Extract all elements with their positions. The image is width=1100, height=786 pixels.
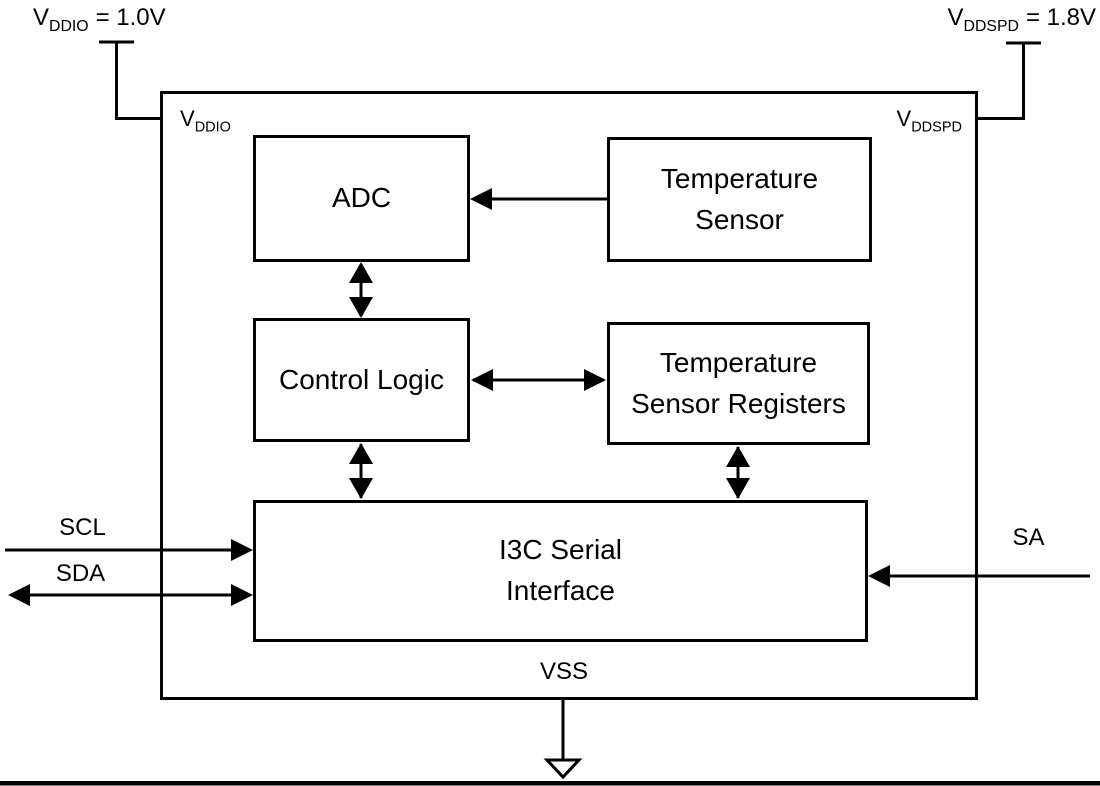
vddspd-supply-sub: DDSPD bbox=[963, 17, 1019, 35]
vddio-supply-value: = 1.0V bbox=[95, 4, 166, 31]
block-temperature-sensor: Temperature Sensor bbox=[607, 137, 872, 262]
vddspd-pin-label: VDDSPD bbox=[890, 106, 963, 136]
block-adc: ADC bbox=[253, 135, 470, 262]
arrow-control-logic-registers bbox=[471, 369, 606, 391]
vddspd-supply-value: = 1.8V bbox=[1025, 4, 1096, 31]
sa-signal-label: SA bbox=[1012, 524, 1045, 551]
sda-signal-label: SDA bbox=[55, 560, 106, 587]
arrowhead-up-icon bbox=[349, 262, 373, 283]
chip-boundary bbox=[160, 91, 978, 700]
block-control-logic: Control Logic bbox=[253, 318, 470, 442]
block-temperature-sensor-registers: Temperature Sensor Registers bbox=[607, 322, 870, 445]
vddspd-supply-tap bbox=[975, 41, 1041, 120]
arrow-control-logic-i3c bbox=[349, 443, 373, 499]
arrowhead-left-icon bbox=[470, 188, 492, 210]
block-temperature-sensor-label: Temperature Sensor bbox=[660, 162, 819, 235]
block-temperature-sensor-registers-label: Temperature Sensor Registers bbox=[631, 346, 846, 419]
block-adc-label: ADC bbox=[331, 182, 392, 214]
vddspd-pin-sub: DDSPD bbox=[911, 119, 962, 136]
arrowhead-left-icon bbox=[471, 369, 493, 391]
block-i3c-serial-interface: I3C Serial Interface bbox=[253, 500, 868, 642]
vddspd-supply-base: V bbox=[947, 4, 964, 31]
scl-signal-label: SCL bbox=[59, 514, 106, 541]
block-i3c-serial-interface-label: I3C Serial Interface bbox=[499, 534, 622, 606]
scl-signal-line bbox=[5, 539, 253, 561]
vss-pin-label: VSS bbox=[539, 658, 589, 685]
arrow-temp-sensor-to-adc bbox=[470, 188, 607, 210]
arrowhead-down-icon bbox=[349, 297, 373, 318]
arrowhead-down-icon bbox=[349, 478, 373, 499]
arrowhead-down-icon bbox=[726, 478, 750, 499]
vddio-supply-base: V bbox=[33, 4, 50, 31]
ground-symbol-icon bbox=[543, 758, 583, 780]
arrowhead-left-icon bbox=[8, 584, 30, 606]
vddio-pin-sub: DDIO bbox=[194, 119, 231, 136]
vddio-pin-base: V bbox=[180, 106, 195, 131]
arrowhead-up-icon bbox=[726, 446, 750, 467]
vddio-supply-tap bbox=[99, 40, 163, 120]
vddspd-supply-label: VDDSPD = 1.8V bbox=[940, 4, 1096, 35]
arrowhead-right-icon bbox=[231, 584, 253, 606]
vddspd-pin-base: V bbox=[896, 106, 912, 131]
page-bottom-rule bbox=[0, 781, 1100, 786]
arrow-adc-control-logic bbox=[349, 262, 373, 318]
sda-signal-line bbox=[8, 584, 253, 606]
vddio-pin-label: VDDIO bbox=[180, 106, 231, 135]
arrow-registers-i3c bbox=[726, 446, 750, 499]
block-control-logic-label: Control Logic bbox=[279, 363, 444, 395]
vddio-supply-label: VDDIO = 1.0V bbox=[33, 4, 166, 35]
arrowhead-right-icon bbox=[231, 539, 253, 561]
arrowhead-left-icon bbox=[868, 565, 890, 587]
arrowhead-right-icon bbox=[584, 369, 606, 391]
sa-signal-line bbox=[868, 565, 1090, 587]
arrowhead-up-icon bbox=[349, 443, 373, 464]
vss-ground-connection bbox=[543, 700, 583, 780]
vddio-supply-sub: DDIO bbox=[49, 17, 89, 35]
